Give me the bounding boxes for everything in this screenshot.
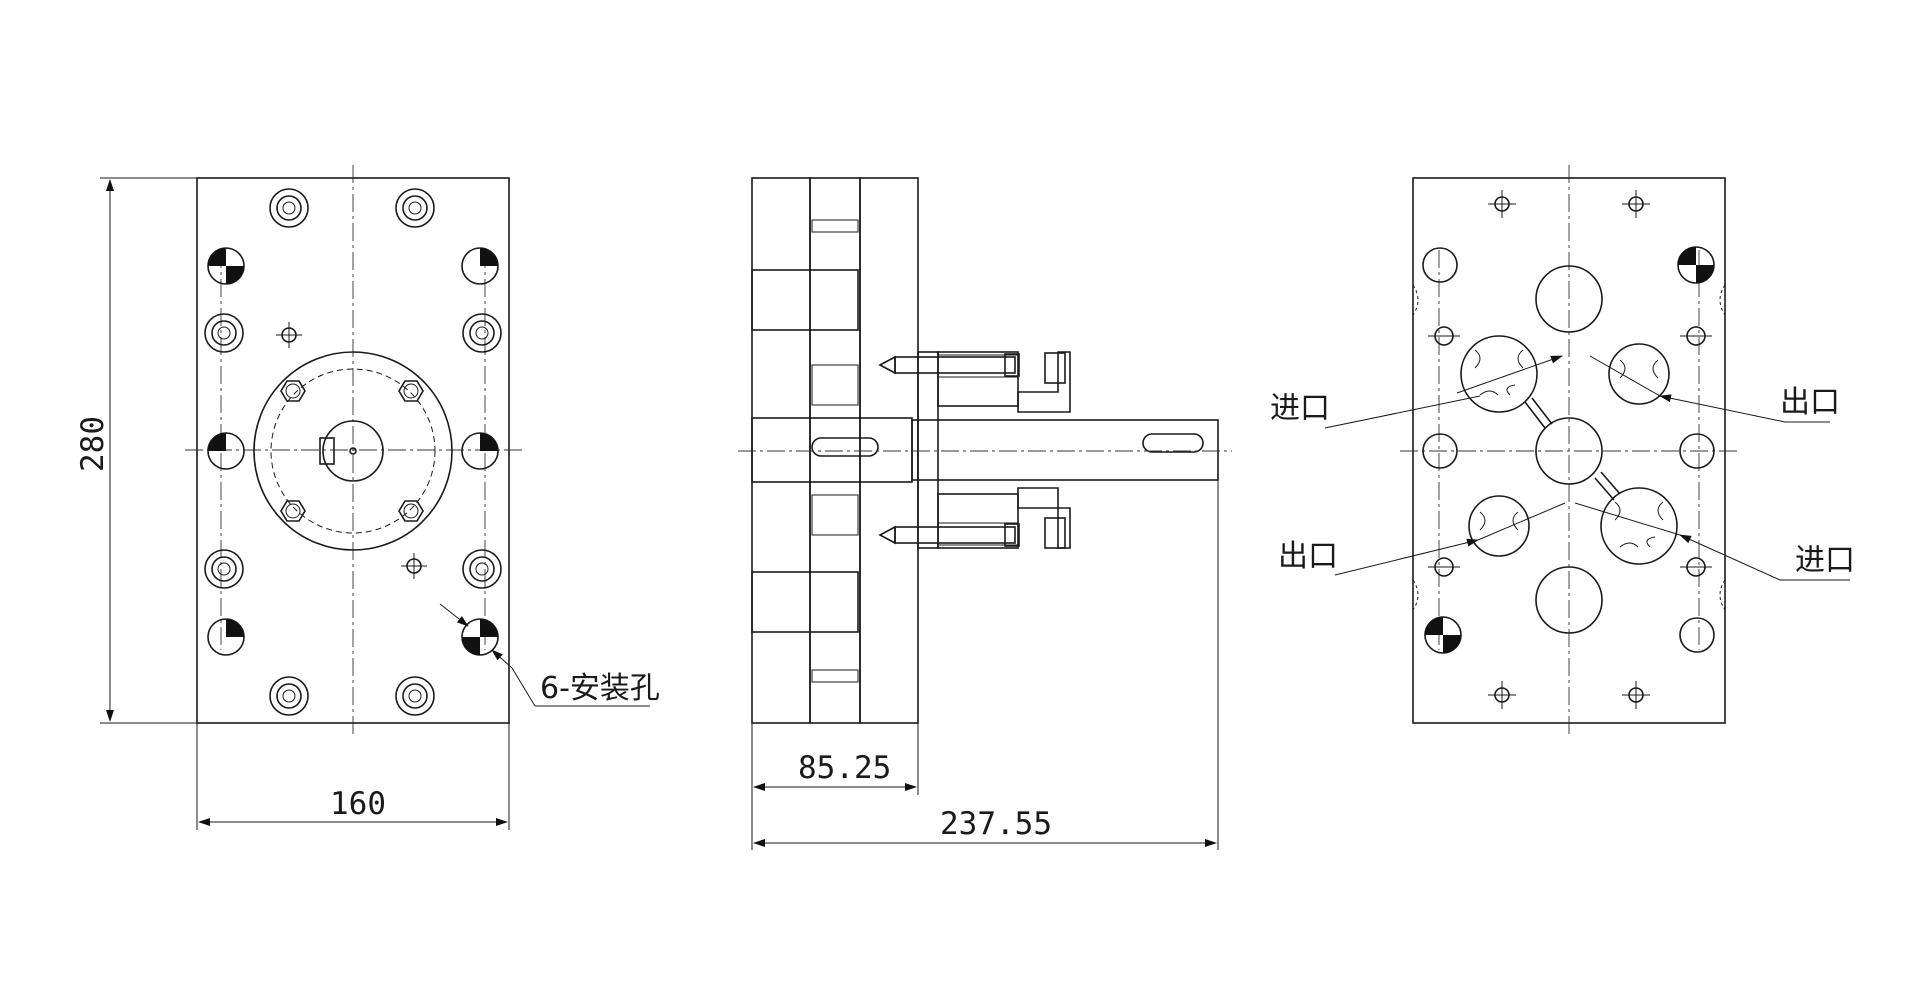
shaft-section [751, 417, 913, 483]
dimension-body: 85.25 [751, 723, 919, 850]
section-plate-1 [751, 177, 811, 724]
front-view: 280 160 6-安装孔 [75, 165, 660, 830]
mounting-holes [207, 247, 499, 656]
dim-237-55: 237.55 [940, 806, 1052, 842]
section-plate-3 [859, 177, 919, 724]
housing-bolts [878, 353, 1020, 547]
flange-bolts [280, 380, 424, 522]
rear-holes [1422, 190, 1715, 709]
side-section-view: 85.25 237.55 [738, 177, 1232, 850]
dim-160: 160 [330, 786, 386, 822]
counterbore-screws [204, 188, 502, 716]
dimension-width: 160 [196, 723, 510, 830]
label-outlet-top: 出口 [1780, 385, 1840, 420]
port-bottom [1535, 566, 1603, 634]
callout-inlet-top: 进口 [1270, 355, 1563, 429]
callout-inlet-bottom: 进口 [1574, 502, 1855, 581]
mount-hole-callout: 6-安装孔 [439, 603, 660, 707]
shaft-extension [911, 419, 1219, 481]
label-inlet-bottom: 进口 [1795, 543, 1855, 578]
dim-280: 280 [75, 416, 111, 472]
gear-outlet-top [1608, 343, 1670, 405]
rear-view: 进口 出口 出口 进口 [1270, 165, 1855, 735]
callout-outlet-top: 出口 [1589, 355, 1840, 423]
dim-85-25: 85.25 [798, 750, 891, 786]
mount-hole-label: 6-安装孔 [540, 671, 660, 706]
dimension-height: 280 [75, 177, 197, 724]
gear-outlet-bottom [1468, 495, 1530, 557]
dimension-total: 237.55 [753, 480, 1219, 850]
seal-housing [917, 351, 1071, 549]
front-flange-circle [253, 351, 453, 551]
callout-outlet-bottom: 出口 [1278, 502, 1566, 576]
port-center [1535, 417, 1603, 485]
section-plate-2 [809, 177, 861, 724]
label-outlet-bottom: 出口 [1278, 539, 1338, 574]
label-inlet-top: 进口 [1270, 391, 1330, 426]
shaft-bore [319, 420, 384, 482]
gear-inlet-bottom [1600, 487, 1678, 565]
port-top [1535, 265, 1603, 333]
gear-inlet-top [1460, 335, 1538, 413]
